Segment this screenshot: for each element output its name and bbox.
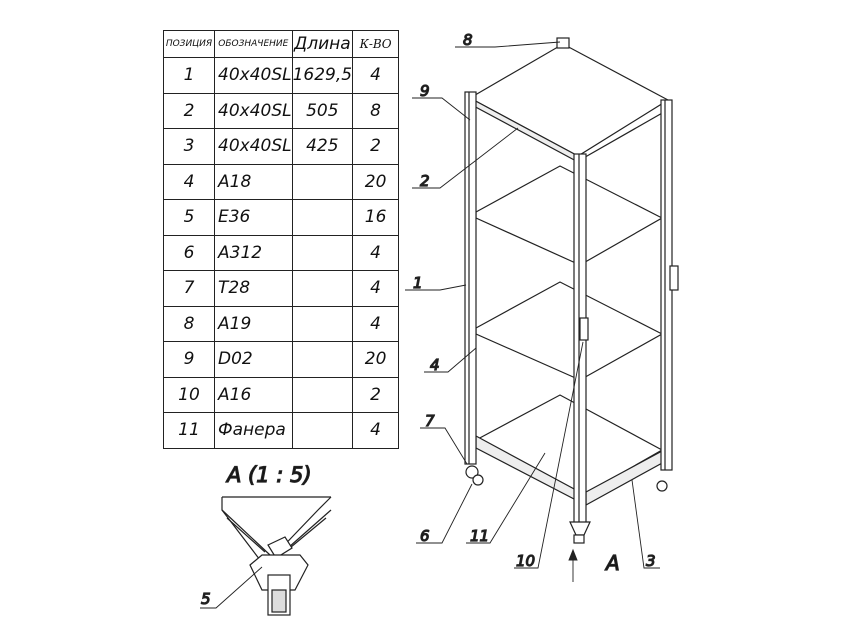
cell-length — [291, 376, 354, 413]
callout-8: 8 — [463, 31, 473, 49]
cell-position: 5 — [163, 199, 215, 236]
callout-6: 6 — [420, 527, 430, 545]
cell-quantity: 20 — [352, 163, 400, 200]
cell-length: 505 — [291, 92, 354, 129]
cell-quantity: 20 — [352, 341, 400, 378]
cell-designation: 40x40SL — [214, 92, 293, 129]
cell-length — [291, 341, 354, 378]
header-quantity: К-ВО — [352, 30, 400, 58]
detail-view-a — [221, 496, 332, 616]
callout-4: 4 — [430, 356, 440, 374]
cell-quantity: 4 — [352, 412, 400, 449]
cell-length — [291, 305, 354, 342]
cell-designation: A18 — [214, 163, 293, 200]
shelf-2 — [475, 165, 664, 266]
cell-quantity: 4 — [352, 270, 400, 307]
wheel-left — [465, 465, 479, 479]
cell-quantity: 2 — [352, 128, 400, 165]
cell-position: 1 — [163, 57, 215, 94]
callout-1: 1 — [413, 274, 423, 292]
wheel-left-2 — [472, 474, 484, 486]
detail-callout-5: 5 — [201, 590, 211, 608]
cell-length: 425 — [291, 128, 354, 165]
cell-length — [291, 412, 354, 449]
cell-designation: 40x40SL — [214, 57, 293, 94]
cell-position: 11 — [163, 412, 215, 449]
cell-quantity: 16 — [352, 199, 400, 236]
handle-front — [579, 317, 589, 341]
view-label-a: A — [604, 551, 620, 575]
callout-10: 10 — [516, 552, 535, 570]
cell-designation: Фанера — [214, 412, 293, 449]
shelf-rack — [464, 37, 679, 544]
callout-7: 7 — [425, 412, 435, 430]
cell-length: 1629,5 — [291, 57, 354, 94]
header-position: ПОЗИЦИЯ — [163, 30, 215, 58]
post-left — [464, 91, 477, 465]
cell-position: 2 — [163, 92, 215, 129]
cell-designation: A19 — [214, 305, 293, 342]
handle-side — [669, 265, 679, 291]
leader-lines — [405, 41, 660, 582]
top-panel — [468, 43, 670, 157]
callout-11: 11 — [470, 527, 489, 545]
header-length: Длина — [291, 30, 354, 58]
cell-length — [291, 234, 354, 271]
wheel-right — [656, 480, 668, 492]
cell-quantity: 4 — [352, 305, 400, 342]
cell-designation: D02 — [214, 341, 293, 378]
callout-9: 9 — [420, 82, 430, 100]
cell-position: 4 — [163, 163, 215, 200]
cell-position: 8 — [163, 305, 215, 342]
cell-length — [291, 163, 354, 200]
foot-front — [569, 521, 591, 536]
cell-position: 10 — [163, 376, 215, 413]
cell-designation: 40x40SL — [214, 128, 293, 165]
callout-3: 3 — [646, 552, 656, 570]
cell-length — [291, 199, 354, 236]
wheel-front — [573, 534, 585, 544]
callout-2: 2 — [420, 172, 430, 190]
cell-position: 9 — [163, 341, 215, 378]
cell-position: 6 — [163, 234, 215, 271]
table-header: ПОЗИЦИЯ ОБОЗНАЧЕНИЕ Длина К-ВО — [163, 30, 400, 58]
post-back-top — [556, 37, 570, 49]
detail-title: A (1 : 5) — [225, 463, 312, 487]
shelf-3 — [475, 281, 664, 381]
